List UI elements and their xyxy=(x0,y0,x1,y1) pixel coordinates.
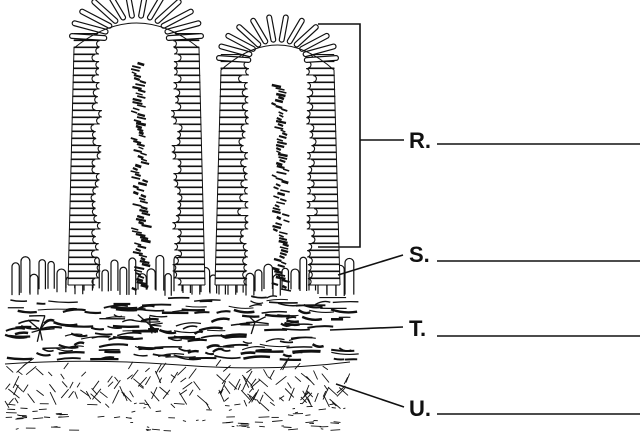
label-r: R. xyxy=(409,130,431,152)
villi-outline xyxy=(68,0,340,285)
lower-muscle-layer xyxy=(5,357,350,431)
villus-core-stroma xyxy=(131,63,291,291)
submucosa-layer xyxy=(5,296,359,360)
label-s: S. xyxy=(409,244,430,266)
label-t: T. xyxy=(409,318,426,340)
leader-lines xyxy=(318,24,640,414)
label-u: U. xyxy=(409,398,431,420)
